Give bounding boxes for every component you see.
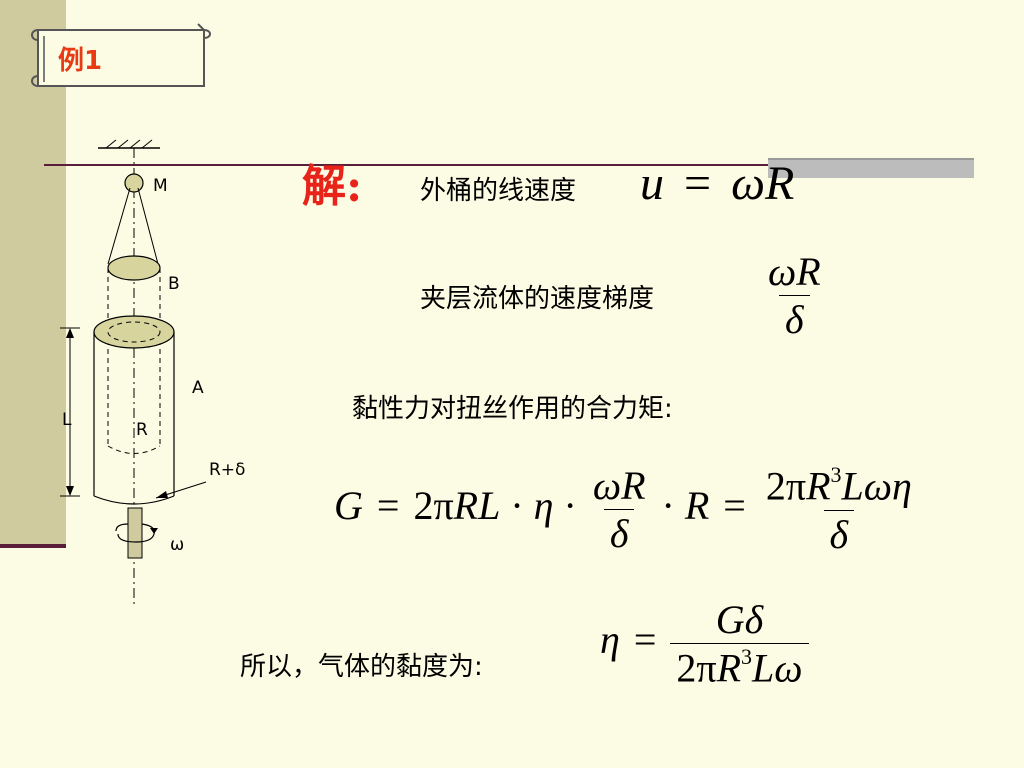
formula-linear-speed: u = ωR: [640, 157, 795, 210]
label-omega: ω: [170, 535, 185, 555]
title-scroll-banner: [31, 23, 211, 87]
label-cylinder-b: B: [168, 274, 180, 294]
label-mirror-m: M: [153, 176, 168, 196]
divider-line: [44, 164, 809, 166]
label-r-plus-delta: R+δ: [209, 460, 246, 480]
text-velocity-gradient: 夹层流体的速度梯度: [420, 284, 655, 314]
text-viscosity: 所以，气体的黏度为:: [240, 652, 483, 682]
example-title: 例1: [58, 46, 103, 76]
label-length-l: L: [62, 410, 72, 430]
solution-heading: 解:: [302, 161, 363, 212]
left-decor-line: [0, 544, 66, 548]
formula-torque: G = 2πRL · η · ωR δ · R = 2πR3Lωη δ: [334, 462, 912, 557]
decor-gray-bar: [768, 158, 974, 178]
formula-velocity-gradient: ωR δ: [768, 249, 821, 342]
text-torque: 黏性力对扭丝作用的合力矩:: [352, 394, 673, 424]
label-cylinder-a: A: [192, 378, 204, 398]
formula-viscosity: η = Gδ 2πR3Lω: [600, 596, 809, 692]
label-radius-r: R: [136, 420, 148, 440]
viscometer-diagram: [60, 139, 207, 606]
text-linear-speed: 外桶的线速度: [420, 176, 577, 206]
left-decor-band: [0, 0, 66, 548]
